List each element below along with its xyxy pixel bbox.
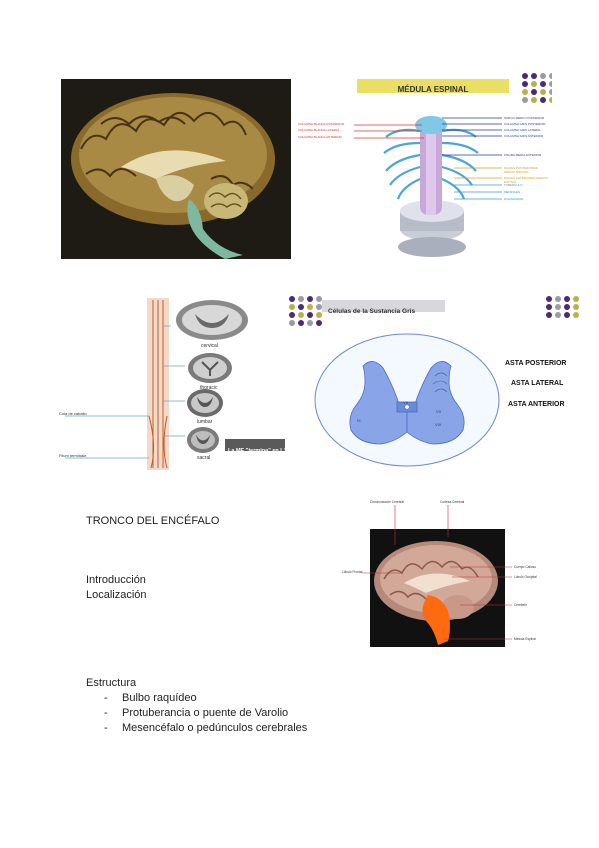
item-protuberancia: Protuberancia o puente de Varolio bbox=[122, 707, 289, 719]
lobulo-occipital-label: Lóbulo Occipital bbox=[514, 575, 537, 579]
label-meninges: MENINGES bbox=[504, 190, 521, 194]
label-columna-gris-anterior: COLUMNA GRIS ANTERIOR bbox=[504, 134, 544, 138]
decor-dots-left bbox=[289, 296, 323, 326]
label-raices-posteriores: RAICES POSTERIORES NERVIO ESPINAL bbox=[504, 166, 538, 174]
corteza-cerebral-label: Corteza Cerebral bbox=[440, 500, 465, 504]
label-raices-anteriores: RAICES ANTERIORES NERVIO ESPINAL bbox=[504, 176, 548, 184]
medula-title: MÉDULA ESPINAL bbox=[397, 85, 469, 94]
cross-section-sacral bbox=[187, 427, 219, 453]
label-columna-blanca-lateral: COLUMNA BLANCA LATERAL bbox=[298, 128, 340, 132]
filum-terminale-label: Filum terminale bbox=[59, 453, 87, 458]
cola-de-caballo-label: Cola de caballo bbox=[59, 411, 87, 416]
label-columna-blanca-posterior: COLUMNA BLANCA POSTERIOR bbox=[298, 122, 345, 126]
label-tuberculo: TUBERCULO bbox=[504, 183, 523, 187]
tronco-brain-photo bbox=[370, 529, 505, 647]
label-columna-blanca-anterior: COLUMNA BLANCA ANTERIOR bbox=[298, 135, 342, 139]
brain-sagittal-photo bbox=[61, 79, 291, 259]
list-item: - Mesencéfalo o pedúnculos cerebrales bbox=[104, 722, 307, 734]
cross-section-lumbar bbox=[187, 389, 223, 417]
segment-label-cervical: cervical bbox=[201, 343, 218, 349]
sustancia-gris-title-bar: Células de la Sustancia Gris bbox=[322, 300, 445, 315]
gris-inner-label-viii: VIII bbox=[435, 422, 442, 427]
bullet-dash: - bbox=[104, 722, 108, 734]
gris-inner-label-vii-b: VII bbox=[436, 409, 441, 414]
me-termina-text: La ME "termina" en L1/L2 bbox=[228, 448, 295, 454]
tronco-brain-illustration bbox=[374, 541, 498, 645]
medula-title-banner: MÉDULA ESPINAL bbox=[357, 79, 509, 94]
cerebelo-label: Cerebelo bbox=[514, 603, 527, 607]
label-columna-gris-posterior: COLUMNA GRIS POSTERIOR bbox=[504, 122, 546, 126]
decor-dots-top bbox=[522, 73, 552, 103]
tronco-brain-figure: Circunvolución Cerebral Corteza Cerebral… bbox=[340, 497, 560, 649]
spinal-segments-figure: cervical thoracic lumbar sacral Cola de … bbox=[45, 296, 313, 471]
segment-label-thoracic: thoracic bbox=[200, 385, 218, 391]
sustancia-gris-figure: Células de la Sustancia Gris VII VII VII… bbox=[285, 294, 579, 471]
text-introduccion: Introducción bbox=[86, 574, 146, 586]
item-mesencefalo: Mesencéfalo o pedúnculos cerebrales bbox=[122, 722, 308, 734]
medula-espinal-label: Médula Espinal bbox=[514, 637, 536, 641]
asta-anterior-label: ASTA ANTERIOR bbox=[508, 401, 565, 408]
asta-posterior-label: ASTA POSTERIOR bbox=[505, 360, 567, 367]
list-item: - Bulbo raquídeo bbox=[104, 692, 197, 704]
cross-section-thoracic bbox=[188, 353, 232, 383]
sustancia-gris-title: Células de la Sustancia Gris bbox=[328, 308, 416, 315]
circunvolucion-cerebral-label: Circunvolución Cerebral bbox=[370, 500, 405, 504]
gris-inner-label-ix: IX bbox=[357, 418, 361, 423]
text-localizacion: Localización bbox=[86, 589, 147, 601]
heading-tronco-encefalo: TRONCO DEL ENCÉFALO bbox=[86, 515, 220, 527]
gris-inner-label-vii-a: VII bbox=[403, 400, 408, 405]
label-fisura-media-anterior: FISURA MEDIA ANTERIOR bbox=[504, 153, 542, 157]
tronco-pointer-lines bbox=[362, 505, 512, 640]
list-item: - Protuberancia o puente de Varolio bbox=[104, 707, 288, 719]
text-estructura: Estructura bbox=[86, 677, 137, 689]
gris-cross-section bbox=[314, 333, 500, 467]
bullet-dash: - bbox=[104, 692, 108, 704]
medula-espinal-figure: MÉDULA ESPINAL bbox=[294, 71, 552, 259]
item-bulbo-raquideo: Bulbo raquídeo bbox=[122, 692, 197, 704]
decor-dots-right bbox=[546, 296, 579, 318]
segment-label-sacral: sacral bbox=[197, 455, 211, 461]
label-duramadre: DURAMADRE bbox=[504, 197, 524, 201]
cross-section-cervical bbox=[176, 300, 248, 340]
label-surco-medio-posterior: SURCO MEDIO POSTERIOR bbox=[504, 116, 545, 120]
lobulo-frontal-label: Lóbulo Frontal bbox=[342, 570, 363, 574]
segment-label-lumbar: lumbar bbox=[197, 419, 213, 425]
medula-illustration bbox=[354, 116, 502, 257]
label-columna-gris-lateral: COLUMNA GRIS LATERAL bbox=[504, 128, 541, 132]
bullet-dash: - bbox=[104, 707, 108, 719]
asta-lateral-label: ASTA LATERAL bbox=[511, 380, 564, 387]
spinal-cord-strip bbox=[65, 298, 248, 470]
cuerpo-calloso-label: Cuerpo Calloso bbox=[514, 565, 536, 569]
brain-sagittal-illustration bbox=[71, 93, 275, 259]
